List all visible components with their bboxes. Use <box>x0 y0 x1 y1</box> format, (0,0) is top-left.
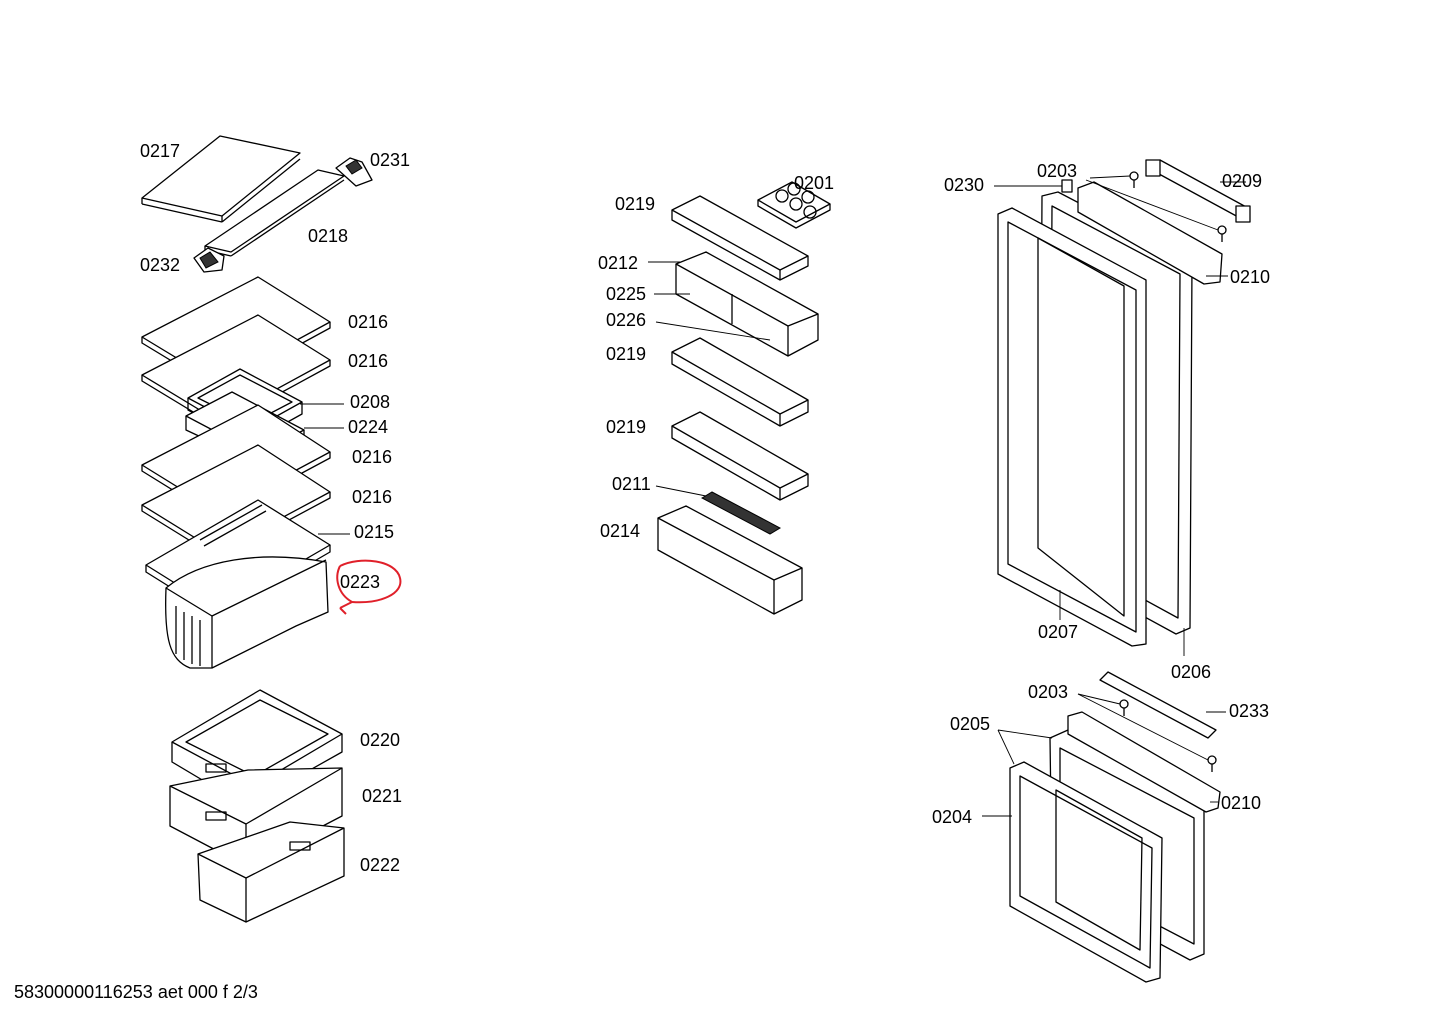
label-0216-4: 0216 <box>352 487 393 507</box>
label-0231: 0231 <box>370 150 411 170</box>
label-0219-mid: 0219 <box>606 344 647 364</box>
label-0219-top: 0219 <box>615 194 656 214</box>
label-0201: 0201 <box>794 173 835 193</box>
label-0226: 0226 <box>606 310 647 330</box>
label-0225: 0225 <box>606 284 647 304</box>
label-0223: 0223 <box>340 572 381 592</box>
crisper-drawer-0221 <box>169 767 343 867</box>
shelf-0218 <box>204 169 345 257</box>
door-bottle-shelf-0214 <box>657 505 803 615</box>
leaders-left <box>300 403 350 535</box>
door-gasket-0207 <box>997 207 1147 647</box>
leaders-middle <box>648 261 771 497</box>
label-0203-bottom: 0203 <box>1028 682 1069 702</box>
bracket-0231 <box>335 157 373 187</box>
highlight-mark-0223 <box>336 559 402 615</box>
label-0222: 0222 <box>360 855 401 875</box>
label-0216-1: 0216 <box>348 312 389 332</box>
door-shelf-0219-low <box>671 411 809 501</box>
label-0220: 0220 <box>360 730 401 750</box>
hinge-0210-bottom <box>1067 711 1221 813</box>
hinge-0210 <box>1077 181 1223 285</box>
label-0217: 0217 <box>140 141 181 161</box>
crisper-drawer-0223 <box>164 556 329 669</box>
label-0224: 0224 <box>348 417 389 437</box>
crisper-drawer-0222 <box>197 821 345 923</box>
label-0230: 0230 <box>944 175 985 195</box>
hinge-cover-0209 <box>1145 159 1251 223</box>
label-0210-bottom: 0210 <box>1221 793 1262 813</box>
label-0215: 0215 <box>354 522 395 542</box>
label-0207: 0207 <box>1038 622 1079 642</box>
label-0203-top: 0203 <box>1037 161 1078 181</box>
label-0212: 0212 <box>598 253 639 273</box>
door-shelf-0219-mid <box>671 337 809 427</box>
label-0232: 0232 <box>140 255 181 275</box>
label-0211: 0211 <box>612 474 651 494</box>
label-0204: 0204 <box>932 807 973 827</box>
crisper-drawer-0220 <box>171 689 343 807</box>
label-0208: 0208 <box>350 392 391 412</box>
bottle-holder-0211 <box>700 491 782 535</box>
bracket-0232 <box>193 247 225 273</box>
egg-tray-0201 <box>757 181 831 229</box>
drawing-reference-footer: 58300000116253 aet 000 f 2/3 <box>14 982 258 1002</box>
hinge-cover-0233 <box>1099 671 1217 739</box>
label-0216-3: 0216 <box>352 447 393 467</box>
label-0206: 0206 <box>1171 662 1212 682</box>
leaders-right <box>982 175 1246 817</box>
label-0218: 0218 <box>308 226 349 246</box>
clip-0230 <box>1061 179 1073 193</box>
label-0210-top: 0210 <box>1230 267 1271 287</box>
label-0219-low: 0219 <box>606 417 647 437</box>
label-0221: 0221 <box>362 786 403 806</box>
label-0216-2: 0216 <box>348 351 389 371</box>
label-0209: 0209 <box>1222 171 1263 191</box>
freezer-gasket-0204 <box>1009 761 1163 983</box>
label-0214: 0214 <box>600 521 641 541</box>
shelf-0217 <box>141 135 301 223</box>
label-0233: 0233 <box>1229 701 1270 721</box>
door-shelf-0219-top <box>671 195 809 281</box>
door-box-0212 <box>675 251 819 357</box>
label-0205: 0205 <box>950 714 991 734</box>
